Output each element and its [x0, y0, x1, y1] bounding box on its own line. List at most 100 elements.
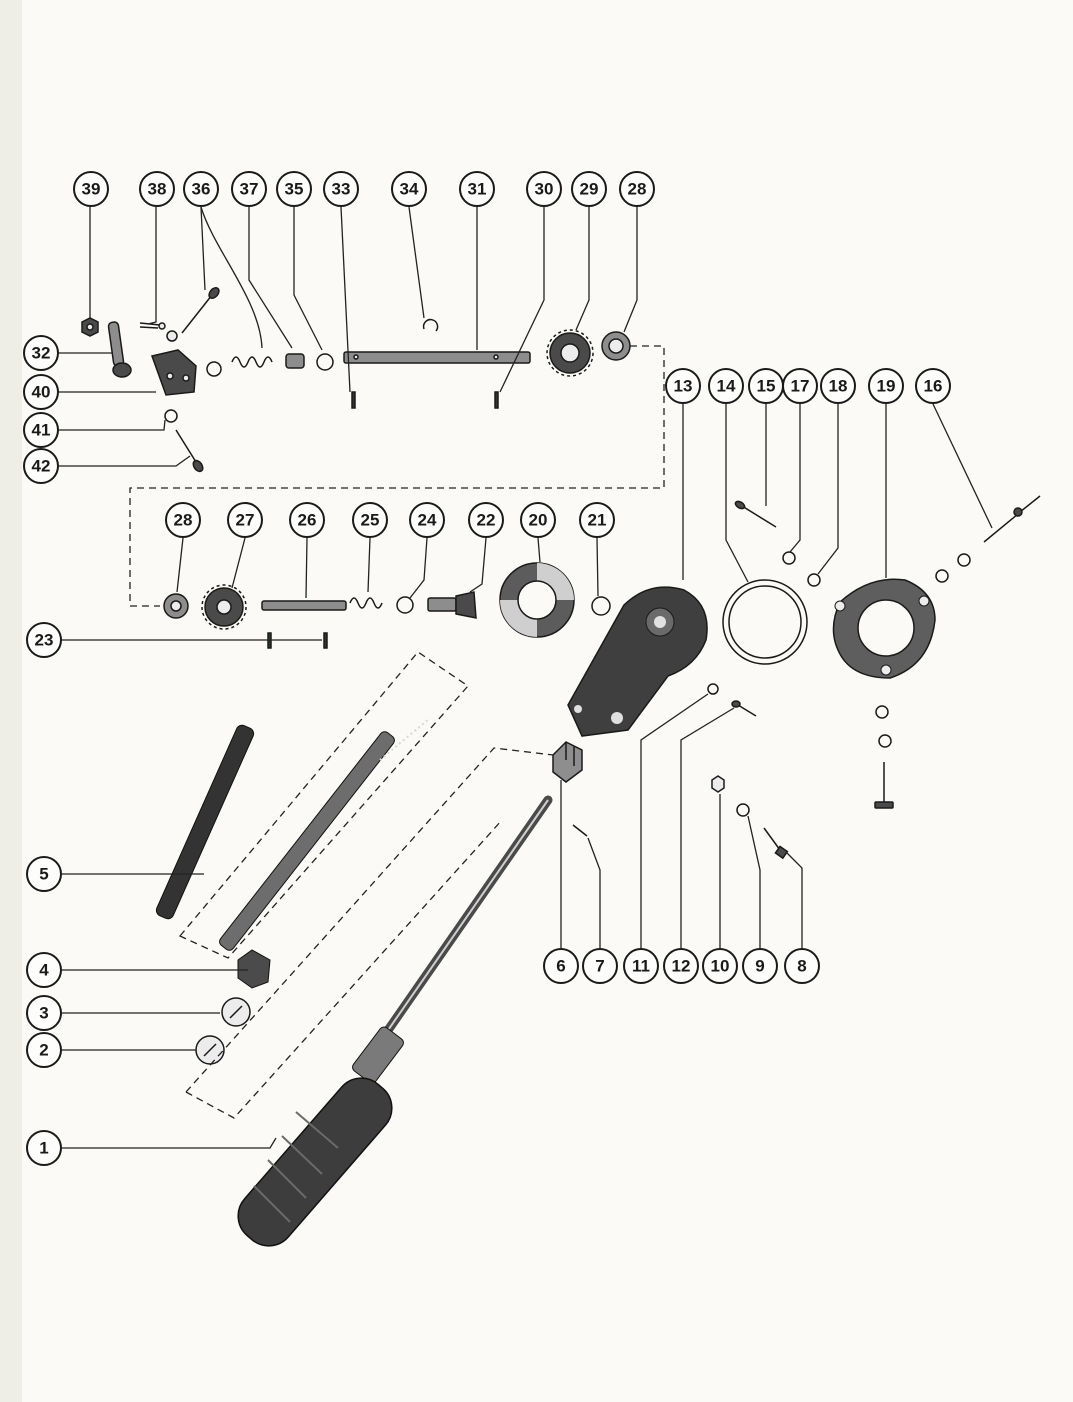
callout-39: 39	[73, 171, 109, 207]
part-32-lever	[107, 321, 132, 378]
svg-text:5: 5	[39, 865, 48, 884]
svg-text:11: 11	[632, 957, 650, 976]
part-1-tiller-handle	[237, 795, 553, 1247]
svg-text:29: 29	[580, 180, 599, 199]
part-washer-19a	[935, 569, 949, 583]
svg-text:4: 4	[39, 961, 49, 980]
part-7-pin	[572, 824, 588, 837]
part-28-bushing-top	[601, 331, 631, 361]
svg-text:23: 23	[35, 631, 54, 650]
part-31-shaft	[343, 351, 531, 364]
part-19-flange	[832, 578, 936, 679]
part-29-gear	[546, 329, 594, 377]
part-9-washer	[736, 803, 750, 817]
callout-21: 21	[579, 502, 615, 538]
svg-text:6: 6	[556, 957, 565, 976]
callout-13: 13	[665, 368, 701, 404]
svg-text:10: 10	[711, 957, 730, 976]
callout-40: 40	[23, 374, 59, 410]
dashed-link-28	[129, 345, 665, 607]
part-16-stud	[983, 495, 1041, 543]
part-35-sleeve	[285, 353, 305, 369]
svg-text:31: 31	[468, 180, 487, 199]
part-3-washer	[221, 997, 251, 1027]
callout-42: 42	[23, 448, 59, 484]
callout-5: 5	[26, 856, 62, 892]
callout-3: 3	[26, 995, 62, 1031]
svg-text:16: 16	[924, 377, 943, 396]
svg-text:40: 40	[32, 383, 51, 402]
callout-2: 2	[26, 1032, 62, 1068]
part-42-screw	[175, 429, 204, 473]
callout-1: 1	[26, 1130, 62, 1166]
callout-8: 8	[784, 948, 820, 984]
svg-text:3: 3	[39, 1004, 48, 1023]
callout-15: 15	[748, 368, 784, 404]
svg-text:41: 41	[32, 421, 51, 440]
part-28-bushing-lower	[163, 593, 189, 619]
svg-text:13: 13	[674, 377, 693, 396]
svg-text:12: 12	[672, 957, 691, 976]
part-12-screw	[731, 700, 757, 717]
part-22-pinion	[427, 591, 477, 619]
part-34-clip	[422, 318, 439, 332]
callout-31: 31	[459, 171, 495, 207]
callout-26: 26	[289, 502, 325, 538]
svg-text:42: 42	[32, 457, 51, 476]
dashed-box-shaft	[185, 747, 554, 1119]
part-10-nut	[711, 775, 725, 793]
svg-text:33: 33	[332, 180, 351, 199]
svg-text:36: 36	[192, 180, 211, 199]
svg-text:24: 24	[418, 511, 437, 530]
part-washer-19b	[957, 553, 971, 567]
part-30-pin	[494, 391, 499, 409]
callout-22: 22	[468, 502, 504, 538]
part-8-bolt	[763, 827, 789, 860]
callout-18: 18	[820, 368, 856, 404]
part-41-washer	[164, 409, 178, 423]
callout-19: 19	[868, 368, 904, 404]
svg-text:26: 26	[298, 511, 317, 530]
callout-11: 11	[623, 948, 659, 984]
callout-25: 25	[352, 502, 388, 538]
part-washer-19c	[875, 705, 889, 719]
part-20-ring-gear	[499, 562, 575, 638]
dashed-box-tube	[178, 651, 469, 959]
part-17-washer	[782, 551, 796, 565]
part-o-ring-36	[206, 361, 222, 377]
callout-27: 27	[227, 502, 263, 538]
part-21-washer	[591, 596, 611, 616]
part-6-coupler	[552, 741, 583, 783]
svg-text:21: 21	[588, 511, 607, 530]
part-5-tube	[155, 724, 255, 920]
svg-text:1: 1	[39, 1139, 48, 1158]
callout-30: 30	[526, 171, 562, 207]
svg-text:34: 34	[400, 180, 419, 199]
part-36-screw-top	[181, 286, 220, 334]
callout-24: 24	[409, 502, 445, 538]
part-33-pin	[351, 391, 356, 409]
svg-text:22: 22	[477, 511, 496, 530]
part-40-bracket	[151, 349, 197, 396]
svg-text:17: 17	[791, 377, 810, 396]
svg-text:28: 28	[174, 511, 193, 530]
callout-23: 23	[26, 622, 62, 658]
part-2-washer	[195, 1035, 225, 1065]
callout-9: 9	[742, 948, 778, 984]
svg-text:35: 35	[285, 180, 304, 199]
part-4-shaft-threaded	[219, 717, 431, 989]
scan-edge-shading	[0, 0, 22, 1402]
svg-text:18: 18	[829, 377, 848, 396]
svg-text:27: 27	[236, 511, 255, 530]
part-11-washer	[707, 683, 719, 695]
part-37-spring	[231, 356, 273, 368]
svg-text:7: 7	[595, 957, 604, 976]
svg-text:14: 14	[717, 377, 736, 396]
part-26-shaft	[261, 600, 347, 611]
part-35-o-ring	[316, 353, 334, 371]
callout-33: 33	[323, 171, 359, 207]
part-39-nut	[81, 317, 99, 337]
part-38-cotter-pin	[139, 322, 166, 330]
callout-37: 37	[231, 171, 267, 207]
